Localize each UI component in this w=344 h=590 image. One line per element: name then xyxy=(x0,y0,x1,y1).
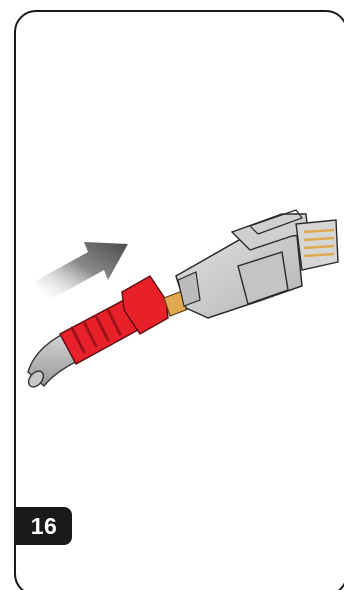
push-arrow-icon xyxy=(34,242,128,300)
step-number-badge: 16 xyxy=(16,507,72,545)
strain-relief xyxy=(59,275,169,365)
usb-plug-icon xyxy=(175,209,339,319)
